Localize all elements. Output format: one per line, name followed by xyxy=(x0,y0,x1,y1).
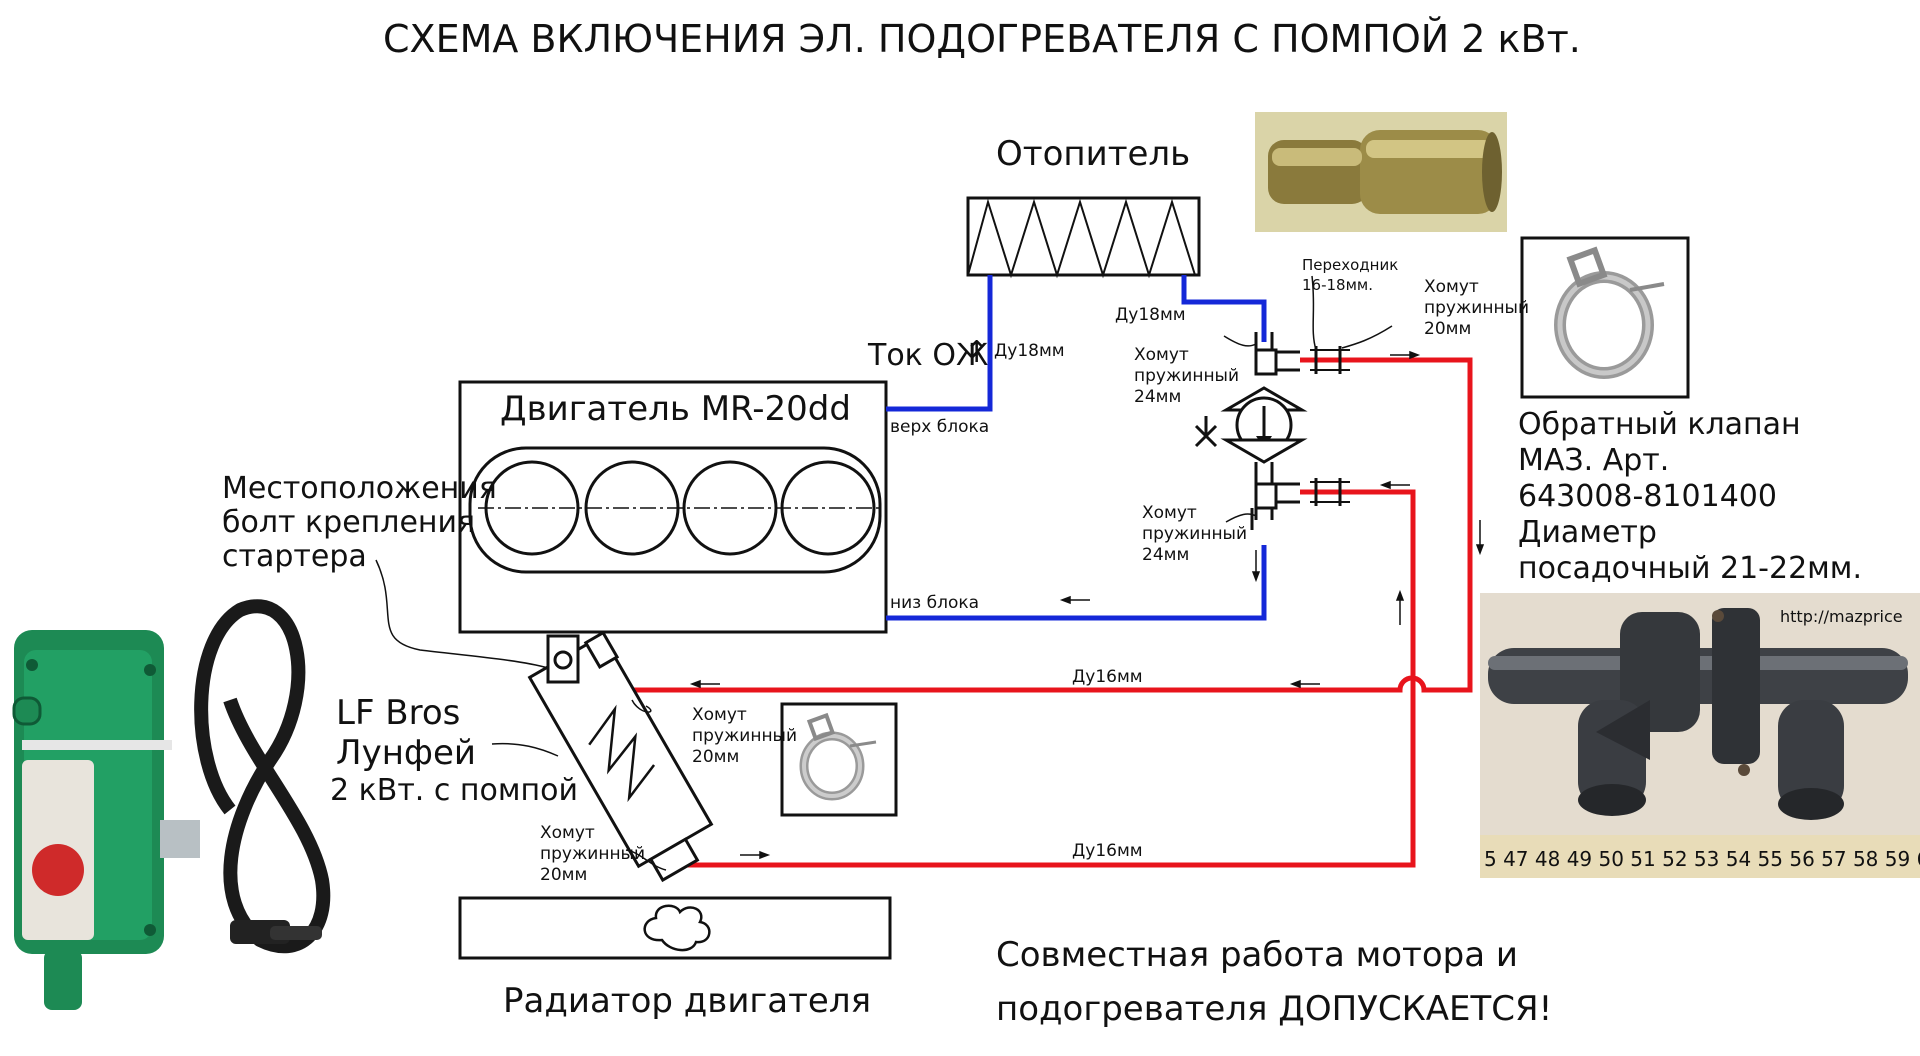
svg-text:Лунфей: Лунфей xyxy=(336,733,476,773)
svg-text:Хомут: Хомут xyxy=(1424,277,1479,297)
svg-text:пружинный: пружинный xyxy=(1142,524,1247,544)
svg-text:Обратный клапан: Обратный клапан xyxy=(1518,407,1801,442)
heater-core-label: Отопитель xyxy=(996,134,1190,174)
heater-mount-bracket xyxy=(546,634,580,684)
spring-clamp-photo-large xyxy=(1520,236,1690,399)
svg-text:Хомут: Хомут xyxy=(1142,503,1197,523)
check-valve-assembly xyxy=(1220,332,1350,530)
svg-text:Переходник: Переходник xyxy=(1302,256,1398,274)
heater-core xyxy=(966,196,1201,279)
svg-text:Хомут: Хомут xyxy=(1134,345,1189,365)
clamp-label-valve-bottom: Хомут пружинный 24мм xyxy=(1142,503,1247,565)
no-flow-mark-icon xyxy=(1194,416,1218,448)
svg-text:Совместная работа мотора и: Совместная работа мотора и xyxy=(996,935,1518,975)
svg-text:20мм: 20мм xyxy=(540,865,587,885)
pipe-engine-top-to-heater-core xyxy=(886,275,993,412)
pipe-return-to-engine-bottom xyxy=(886,545,1267,621)
clamp-label-heater: Хомут пружинный 20мм xyxy=(692,705,797,767)
pipe-size-du16-a: Ду16мм xyxy=(1072,667,1143,687)
svg-text:24мм: 24мм xyxy=(1142,545,1189,565)
top-port-label: верх блока xyxy=(890,417,989,437)
clamp-label-valve-top: Хомут пружинный 24мм xyxy=(1134,345,1239,407)
svg-text:LF Bros: LF Bros xyxy=(336,693,460,733)
svg-text:24мм: 24мм xyxy=(1134,387,1181,407)
engine-block xyxy=(458,380,888,634)
svg-text:2 кВт. с помпой: 2 кВт. с помпой xyxy=(330,773,578,808)
svg-text:пружинный: пружинный xyxy=(1134,366,1239,386)
svg-text:20мм: 20мм xyxy=(692,747,739,767)
svg-text:посадочный 21-22мм.: посадочный 21-22мм. xyxy=(1518,551,1862,586)
lf-bros-heater-photo xyxy=(12,599,331,1010)
pipe-heater-core-to-tee xyxy=(1181,275,1267,342)
lf-bros-heater-body xyxy=(527,630,714,883)
svg-text:пружинный: пружинный xyxy=(540,844,645,864)
svg-text:16-18мм.: 16-18мм. xyxy=(1302,276,1373,294)
clamp-label-heater-outlet: Хомут пружинный 20мм xyxy=(540,823,645,885)
page-title: СХЕМА ВКЛЮЧЕНИЯ ЭЛ. ПОДОГРЕВАТЕЛЯ С ПОМП… xyxy=(383,17,1581,61)
pipe-size-du18-b: Ду18мм xyxy=(1115,305,1186,325)
svg-text:Хомут: Хомут xyxy=(692,705,747,725)
svg-text:пружинный: пружинный xyxy=(692,726,797,746)
svg-text:подогревателя ДОПУСКАЕТСЯ!: подогревателя ДОПУСКАЕТСЯ! xyxy=(996,989,1552,1029)
flow-arrows xyxy=(689,350,1485,860)
svg-text:болт крепления: болт крепления xyxy=(222,505,475,540)
bottom-port-label: низ блока xyxy=(890,593,979,613)
svg-text:пружинный: пружинный xyxy=(1424,298,1529,318)
ruler-scale: 5 47 48 49 50 51 52 53 54 55 56 57 58 59… xyxy=(1484,847,1920,871)
operation-note: Совместная работа мотора и подогревателя… xyxy=(996,935,1552,1029)
photo-watermark: http://mazprice xyxy=(1780,607,1903,626)
svg-text:20мм: 20мм xyxy=(1424,319,1471,339)
engine-radiator xyxy=(458,896,892,960)
svg-text:Диаметр: Диаметр xyxy=(1518,515,1657,550)
flow-up-arrow-icon: ↑ xyxy=(964,335,989,370)
pipe-size-du16-b: Ду16мм xyxy=(1072,841,1143,861)
engine-label: Двигатель MR-20dd xyxy=(500,389,851,429)
cold-pipes xyxy=(886,275,1267,621)
svg-text:Хомут: Хомут xyxy=(540,823,595,843)
hot-pipes xyxy=(634,357,1473,868)
heater-model-label: LF Bros Лунфей 2 кВт. с помпой xyxy=(330,693,578,808)
pipe-valve-top-to-right xyxy=(1300,357,1473,693)
svg-text:МАЗ. Арт.: МАЗ. Арт. xyxy=(1518,443,1669,478)
leader-lines xyxy=(375,275,1393,871)
clamp-label-top-right: Хомут пружинный 20мм xyxy=(1424,277,1529,339)
starter-bolt-label: Местоположения болт крепления стартера xyxy=(222,471,497,574)
svg-text:Местоположения: Местоположения xyxy=(222,471,497,506)
svg-text:стартера: стартера xyxy=(222,539,367,574)
spring-clamp-photo-small xyxy=(780,702,898,817)
flow-label: Ток ОЖ xyxy=(867,338,988,373)
adapter-tube-photo xyxy=(1255,112,1507,232)
radiator-label: Радиатор двигателя xyxy=(503,981,871,1021)
adapter-label: Переходник 16-18мм. xyxy=(1302,256,1398,294)
svg-text:643008-8101400: 643008-8101400 xyxy=(1518,479,1777,514)
pipe-valve-bottom-to-heater-inlet xyxy=(682,489,1416,868)
pipe-size-du18-a: Ду18мм xyxy=(994,341,1065,361)
check-valve-photo: 5 47 48 49 50 51 52 53 54 55 56 57 58 59… xyxy=(1480,593,1920,878)
check-valve-description: Обратный клапан МАЗ. Арт. 643008-8101400… xyxy=(1518,407,1862,586)
